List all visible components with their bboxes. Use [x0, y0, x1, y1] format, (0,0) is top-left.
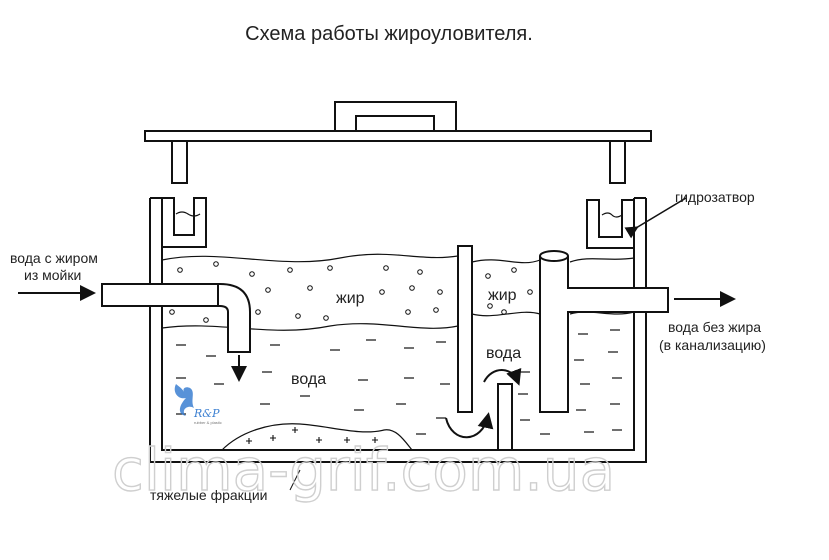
rp-logo: R&P rubber & plastic [174, 384, 222, 425]
labels: вода с жиром из мойки вода без жира (в к… [10, 189, 766, 503]
outlet-label-line2: (в канализацию) [659, 337, 766, 353]
heavy-fractions-pointer [289, 469, 301, 491]
water-seal-cups [161, 197, 635, 249]
outlet-label-line1: вода без жира [668, 319, 761, 335]
fat-layer-boundaries [161, 253, 635, 331]
heavy-fractions-label: тяжелые фракции [150, 487, 267, 503]
logo-text: R&P [193, 407, 220, 420]
bottom-weir [497, 383, 513, 451]
fat-label-left: жир [336, 290, 365, 307]
tank-body [149, 197, 647, 463]
logo-subtext: rubber & plastic [194, 420, 222, 425]
outlet-pipe [539, 250, 669, 413]
water-seal-label: гидрозатвор [675, 189, 755, 205]
inlet-label-line2: из мойки [24, 267, 81, 283]
tank-lid [144, 101, 652, 184]
water-dashes [176, 329, 622, 435]
fat-label-right: жир [488, 287, 517, 304]
water-label-left: вода [291, 371, 326, 388]
water-label-right: вода [486, 345, 521, 362]
diagram-title: Схема работы жироуловителя. [245, 23, 533, 45]
hanging-baffle [457, 245, 473, 413]
sediment-particles [246, 427, 378, 444]
inlet-label-line1: вода с жиром [10, 250, 98, 266]
inlet-pipe [101, 283, 251, 353]
sediment-mound [221, 423, 413, 451]
watermark: clima-grif.com.ua [112, 436, 615, 504]
fat-bubbles [169, 261, 533, 323]
